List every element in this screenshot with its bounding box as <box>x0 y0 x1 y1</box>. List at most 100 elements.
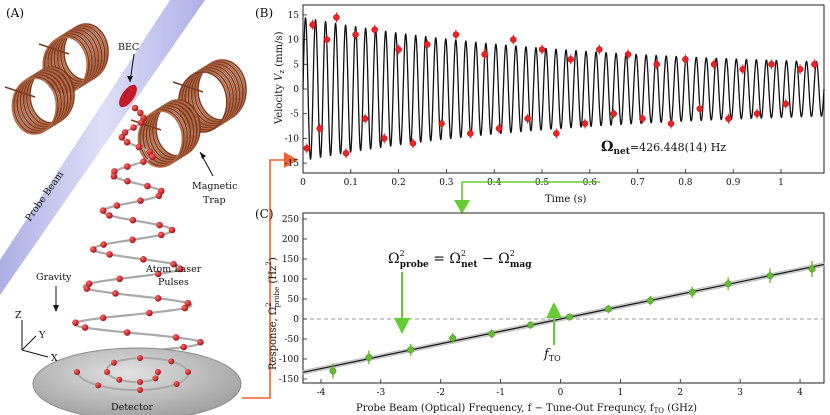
coil-right-front <box>130 99 201 168</box>
chart-b-point <box>303 145 311 152</box>
atom-pulse <box>137 197 144 204</box>
atom-pulse <box>112 290 119 297</box>
chart-b-point <box>696 105 703 113</box>
atom-pulse <box>129 216 137 224</box>
panel-a-label: (A) <box>6 6 24 20</box>
atom-laser-label-2: Pulses <box>158 277 189 288</box>
atom-pulse <box>185 369 191 375</box>
chart-c-ytick: 250 <box>282 215 299 225</box>
chart-b-point <box>796 65 804 73</box>
chart-c-point <box>527 321 535 329</box>
chart-c-ytick: -150 <box>279 375 299 385</box>
atom-pulse <box>197 338 204 346</box>
chart-b-point <box>309 21 316 29</box>
atom-pulse <box>123 329 131 336</box>
equation-arrow-head <box>394 318 410 334</box>
atom-pulse <box>137 379 143 385</box>
chart-b-point <box>667 120 675 127</box>
chart-b-ytick: -15 <box>285 159 300 169</box>
atom-pulse <box>130 124 137 131</box>
axis-z-label: Z <box>15 310 22 321</box>
chart-b-point <box>316 125 323 132</box>
atom-pulse <box>110 173 118 180</box>
chart-b-point <box>567 56 574 63</box>
atom-pulse <box>104 369 110 375</box>
chart-b-ytick: -5 <box>290 110 299 120</box>
chart-c-ytick: -50 <box>285 335 300 345</box>
atom-pulse <box>95 382 102 389</box>
omega-net-label: Ωnet=426.448(14) Hz <box>601 139 726 157</box>
atom-pulse <box>180 343 187 351</box>
atom-pulse <box>121 129 129 136</box>
chart-b-point <box>538 46 546 53</box>
chart-c-xtick: 2 <box>677 388 683 398</box>
atom-pulse <box>157 231 165 239</box>
gravity-label: Gravity <box>36 272 72 283</box>
chart-c-xtick: -2 <box>436 388 445 398</box>
atom-pulse <box>100 241 107 248</box>
chart-b-point <box>510 36 517 43</box>
atom-pulse <box>155 369 161 375</box>
magnetic-label: Magnetic <box>192 181 237 192</box>
chart-b-point <box>323 36 331 43</box>
detector-label: Detector <box>111 402 154 413</box>
atom-pulse <box>131 104 139 112</box>
chart-b-fit-curve <box>302 17 825 160</box>
chart-b-point <box>725 115 732 122</box>
panel-b-label: (B) <box>255 6 273 20</box>
chart-b-point <box>371 26 378 33</box>
coil-mid-left <box>4 66 75 135</box>
atom-pulse <box>184 299 192 307</box>
chart-b-point <box>495 125 503 132</box>
atom-pulse <box>170 260 177 268</box>
chart-b-point <box>710 61 718 68</box>
green-connector <box>461 181 600 206</box>
atom-laser-pulses <box>72 104 204 356</box>
atom-pulse <box>152 375 159 382</box>
atom-pulse <box>106 212 113 219</box>
atom-pulse <box>74 369 80 375</box>
chart-c-point <box>646 297 654 305</box>
atom-pulse <box>173 381 180 387</box>
atom-pulse <box>83 285 91 292</box>
atom-laser-label-1: Atom Laser <box>145 264 202 275</box>
atom-pulse <box>168 226 176 234</box>
atom-pulse <box>129 236 136 244</box>
chart-c-point <box>808 265 816 273</box>
atom-pulse <box>124 163 131 170</box>
atom-pulse <box>116 376 123 383</box>
atom-pulse <box>116 275 123 283</box>
chart-c-xtick: 4 <box>797 388 803 398</box>
bec-cloud <box>119 84 137 108</box>
chart-b-xtick: 0.2 <box>391 178 405 188</box>
chart-b-xtick: 0.8 <box>678 178 693 188</box>
fto-label: fTO <box>543 347 561 363</box>
chart-c-fit-line <box>302 263 825 373</box>
chart-b-xtick: 0 <box>300 178 306 188</box>
atom-pulse <box>81 324 89 331</box>
atom-pulse <box>123 138 131 146</box>
bec-label: BEC <box>118 42 139 53</box>
chart-c-ytick: 200 <box>282 235 299 245</box>
chart-b-point <box>409 140 417 147</box>
chart-b-ytick: 15 <box>288 11 300 21</box>
chart-c-point <box>604 305 612 313</box>
chart-b-point <box>639 115 646 122</box>
atom-pulse <box>146 309 153 317</box>
chart-c-point <box>488 330 496 338</box>
chart-c-frame <box>302 212 825 384</box>
trap-pointer-head <box>200 152 206 159</box>
chart-c-xtick: 3 <box>737 388 743 398</box>
chart-b-point <box>596 46 603 53</box>
chart-b-ytick: 5 <box>293 60 299 70</box>
chart-b-xtick: 1 <box>778 178 784 188</box>
chart-b-point <box>739 65 746 73</box>
chart-c-point <box>566 313 573 321</box>
orange-connector-head <box>284 152 298 168</box>
atom-pulse <box>181 304 189 312</box>
chart-c-point <box>449 334 457 342</box>
chart-b-point <box>811 61 818 68</box>
